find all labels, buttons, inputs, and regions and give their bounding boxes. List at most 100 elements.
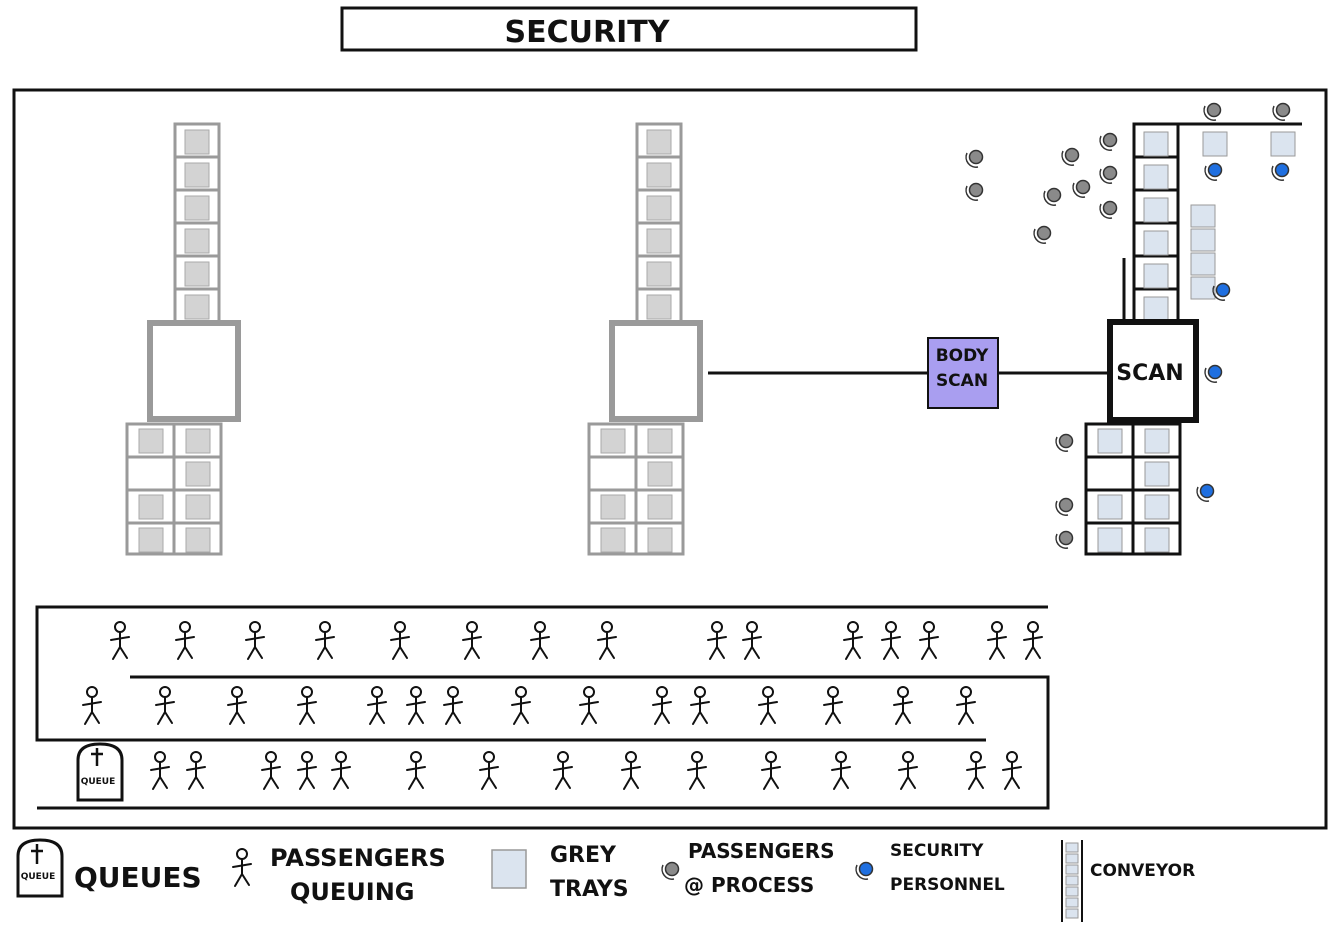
stick-figure	[758, 686, 778, 725]
title-box: SECURITY	[340, 6, 918, 52]
grey-tray	[185, 527, 211, 553]
left-leg	[599, 646, 608, 660]
dot-arc	[1271, 165, 1285, 181]
arms	[690, 701, 710, 706]
stick-figure	[893, 686, 913, 725]
arms	[652, 701, 672, 706]
stick-figure	[919, 621, 939, 660]
arms	[898, 766, 918, 771]
grey-tray	[1143, 230, 1169, 256]
grey-tray	[184, 195, 210, 221]
passenger-dot	[1272, 102, 1291, 121]
scanner-box	[609, 320, 703, 422]
right-leg	[376, 711, 385, 724]
grey-tray	[1097, 428, 1123, 454]
left-leg	[481, 776, 490, 790]
arms	[1002, 766, 1022, 771]
body-scan-label-line2: SCAN	[936, 371, 988, 391]
dot-core	[1075, 179, 1091, 195]
arms	[761, 766, 781, 771]
right-leg	[91, 711, 100, 724]
grey-tray	[646, 261, 672, 287]
right-leg	[471, 646, 480, 659]
stick-figure	[150, 751, 170, 790]
left-leg	[989, 646, 998, 660]
personnel-dot	[1204, 162, 1223, 181]
right-leg	[588, 711, 597, 724]
legend-grey-trays-line1: GREY	[550, 843, 617, 868]
stick-figure	[261, 751, 281, 790]
body-scanner[interactable]: BODY SCAN	[927, 337, 999, 409]
dot-core	[1102, 132, 1118, 148]
passenger-dot	[1061, 147, 1080, 166]
right-leg	[699, 711, 708, 724]
conveyor-tray	[1065, 908, 1079, 919]
left-leg	[84, 711, 93, 725]
left-leg	[744, 646, 753, 660]
arms	[511, 701, 531, 706]
scanner-box	[147, 320, 241, 422]
dot-arc	[965, 152, 979, 168]
legend-passengers-line2: QUEUING	[290, 878, 415, 906]
grey-tray	[1097, 494, 1123, 520]
grey-tray	[1143, 197, 1169, 223]
conveyor-tray	[1065, 886, 1079, 897]
dot-core	[1058, 497, 1074, 513]
left-leg	[883, 646, 892, 660]
stick-figure	[966, 751, 986, 790]
stick-figure	[110, 621, 130, 660]
left-leg	[299, 711, 308, 725]
grey-tray	[646, 228, 672, 254]
stick-figure	[511, 686, 531, 725]
stick-figure	[690, 686, 710, 725]
right-leg	[306, 711, 315, 724]
stick-figure	[297, 751, 317, 790]
passenger-dot-icon	[661, 861, 680, 880]
arms	[831, 766, 851, 771]
stick-figure	[331, 751, 351, 790]
stick-figure	[155, 686, 175, 725]
stick-figure	[1002, 751, 1022, 790]
stick-figure	[406, 751, 426, 790]
left-leg	[895, 711, 904, 725]
right-leg	[1011, 776, 1020, 789]
grey-tray	[1143, 131, 1169, 157]
passenger-dot	[1072, 179, 1091, 198]
dot-core	[1036, 225, 1052, 241]
arms	[175, 636, 195, 641]
tray-stack	[1190, 276, 1216, 300]
left-leg	[408, 776, 417, 790]
arms	[956, 701, 976, 706]
passenger-dot	[1055, 497, 1074, 516]
arms	[843, 636, 863, 641]
left-leg	[555, 776, 564, 790]
grey-tray	[1270, 131, 1296, 157]
stick-figure	[987, 621, 1007, 660]
left-leg	[921, 646, 930, 660]
left-leg	[692, 711, 701, 725]
arms	[987, 636, 1007, 641]
arms	[406, 701, 426, 706]
dot-core	[1206, 102, 1222, 118]
legend-personnel-line2: PERSONNEL	[890, 875, 1005, 895]
dot-core	[664, 861, 680, 877]
grey-tray	[184, 261, 210, 287]
legend: QUEUE QUEUES PASSENGERS QUEUING GREY TRA…	[16, 838, 1195, 922]
left-leg	[581, 711, 590, 725]
legend-queues: QUEUES	[74, 861, 202, 894]
dot-core	[1064, 147, 1080, 163]
conveyor-tray	[1065, 875, 1079, 886]
right-leg	[965, 711, 974, 724]
stick-figure-icon	[232, 848, 252, 887]
legend-grey-trays-line2: TRAYS	[550, 877, 629, 902]
passenger-dot	[1099, 132, 1118, 151]
dot-arc	[1272, 105, 1286, 121]
dot-core	[1275, 102, 1291, 118]
left-leg	[968, 776, 977, 790]
right-leg	[770, 776, 779, 789]
stick-figure	[297, 686, 317, 725]
conveyor-icon	[1061, 840, 1083, 922]
left-leg	[369, 711, 378, 725]
grey-tray	[1202, 131, 1228, 157]
grey-tray	[646, 162, 672, 188]
